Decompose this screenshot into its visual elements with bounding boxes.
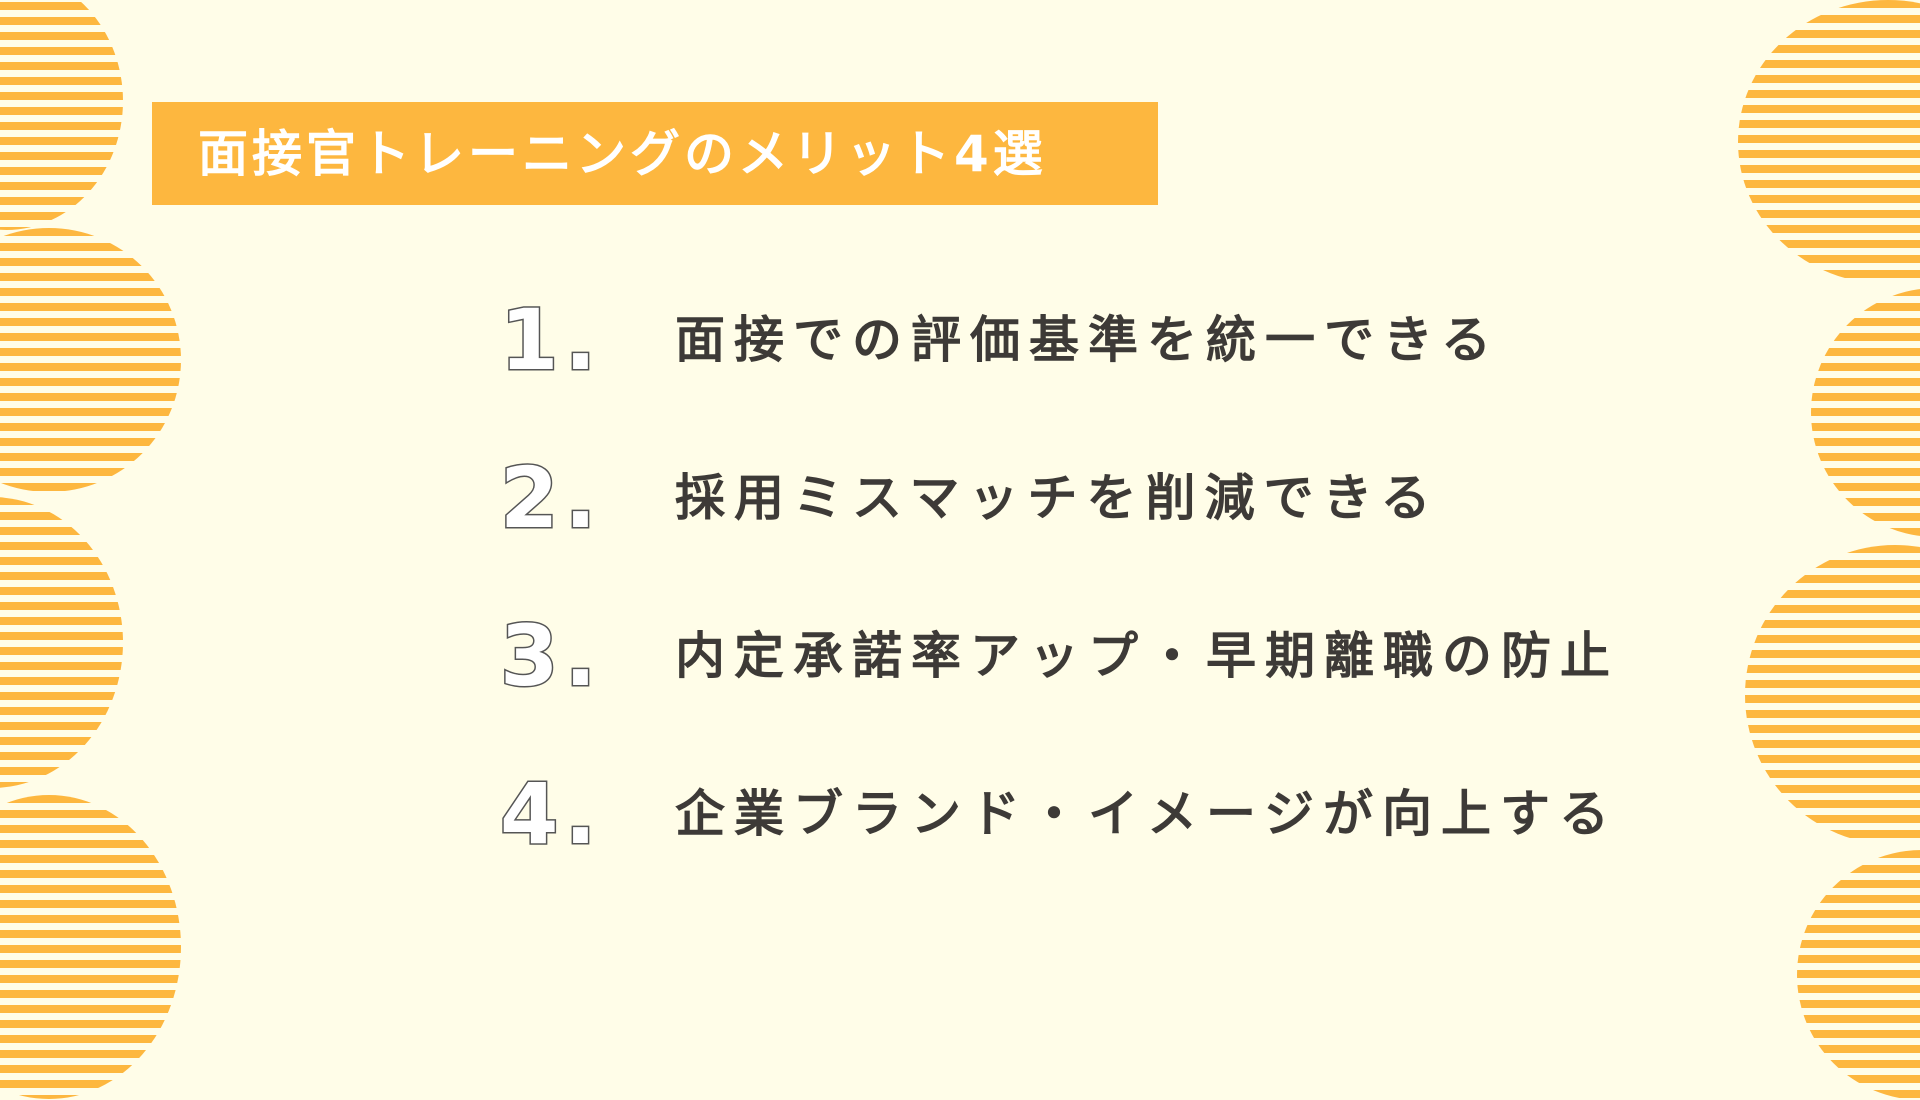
item-label: 採用ミスマッチを削減できる [675, 469, 1440, 527]
striped-circle-decoration-right-1 [1738, 0, 1920, 284]
striped-circle-decoration-left-4 [0, 795, 181, 1099]
item-number: 2. [499, 449, 603, 547]
striped-circle-decoration-right-3 [1745, 545, 1920, 845]
item-number: 4. [499, 765, 603, 863]
page-title: 面接官トレーニングのメリット4選 [198, 124, 1047, 183]
list-item: 2. 採用ミスマッチを削減できる [499, 448, 1440, 548]
list-item: 4. 企業ブランド・イメージが向上する [499, 764, 1618, 864]
striped-circle-decoration-right-4 [1797, 850, 1920, 1100]
item-number: 1. [499, 291, 603, 389]
striped-circle-decoration-left-1 [0, 0, 123, 230]
striped-circle-decoration-left-3 [0, 497, 123, 788]
item-label: 内定承諾率アップ・早期離職の防止 [675, 627, 1619, 685]
item-number: 3. [499, 607, 603, 705]
item-label: 企業ブランド・イメージが向上する [675, 785, 1618, 843]
list-item: 3. 内定承諾率アップ・早期離職の防止 [499, 606, 1619, 706]
item-label: 面接での評価基準を統一できる [675, 311, 1500, 369]
title-banner: 面接官トレーニングのメリット4選 [152, 102, 1158, 205]
striped-circle-decoration-right-2 [1811, 288, 1920, 537]
list-item: 1. 面接での評価基準を統一できる [499, 290, 1500, 390]
striped-circle-decoration-left-2 [0, 228, 181, 492]
